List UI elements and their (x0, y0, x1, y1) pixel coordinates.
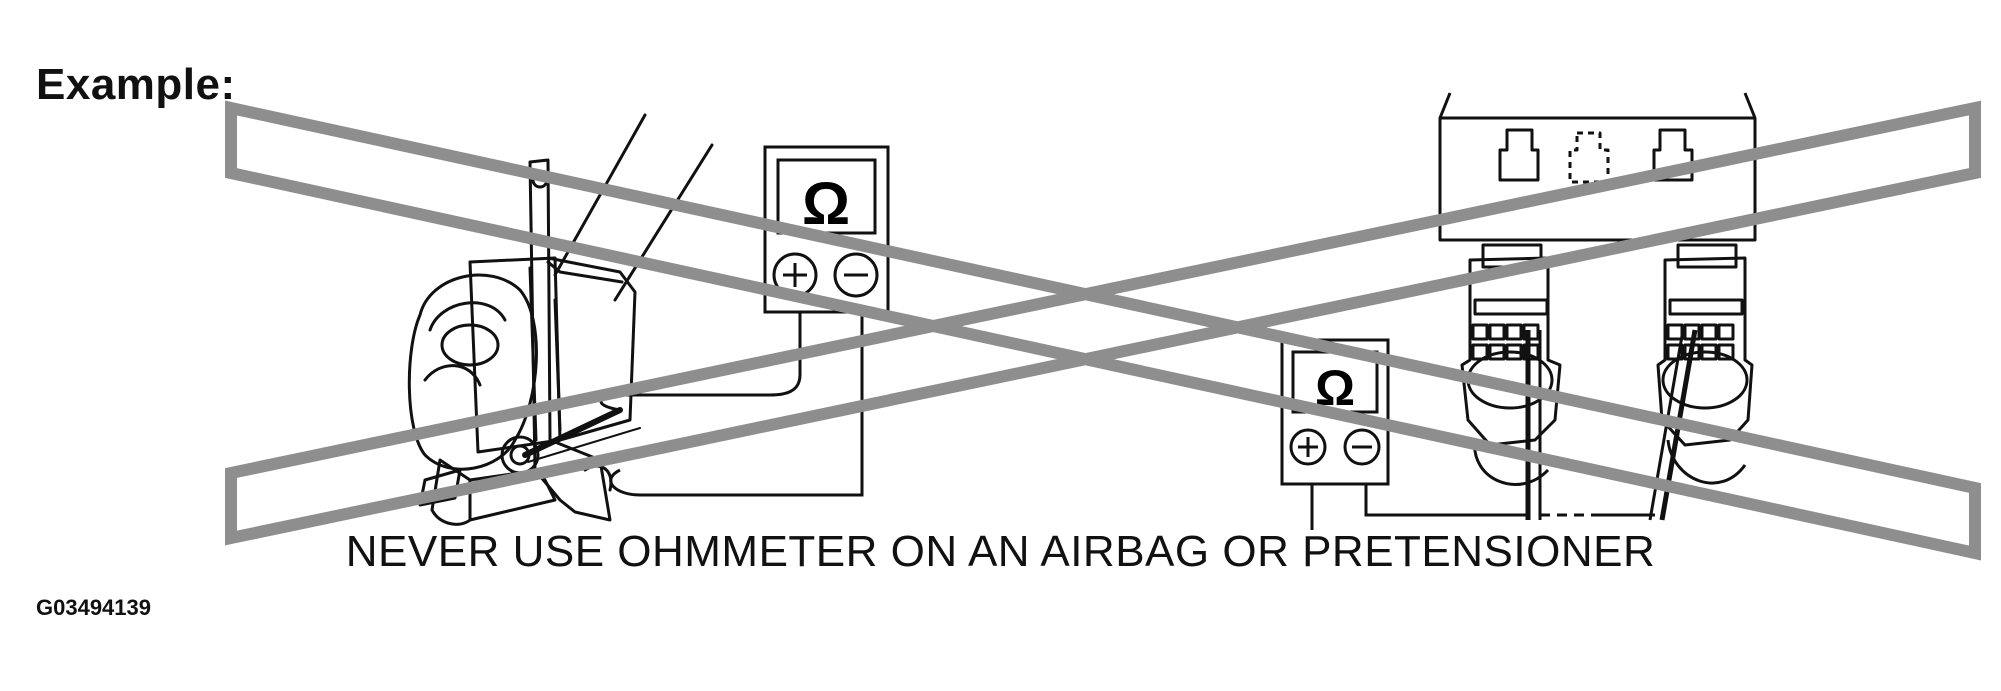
warning-text: NEVER USE OHMMETER ON AN AIRBAG OR PRETE… (345, 527, 1656, 576)
pretensioner-illustration (407, 113, 714, 526)
test-leads-left (599, 312, 864, 497)
test-leads-right (1310, 484, 1655, 530)
airbag-connector-illustration (1438, 92, 1757, 521)
ohmmeter-icon: Ω (1280, 338, 1390, 486)
prohibition-cross (225, 100, 1981, 561)
ohm-symbol: Ω (802, 170, 850, 237)
figure-code: G03494139 (36, 595, 151, 620)
example-label: Example: (36, 60, 236, 109)
